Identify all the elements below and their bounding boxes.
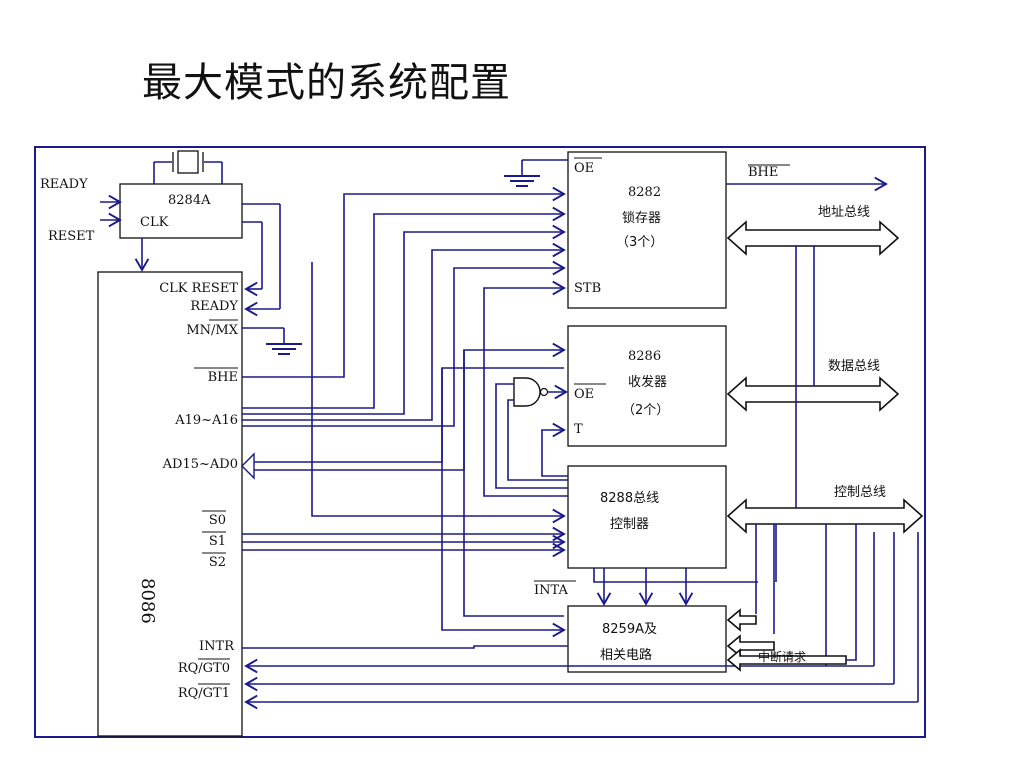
nand-gate-icon — [513, 377, 568, 407]
address-bus-label: 地址总线 — [818, 205, 870, 220]
transceiver-t-label: T — [574, 422, 583, 437]
address-bus: 地址总线 — [726, 205, 900, 256]
bus-taps — [593, 246, 827, 666]
transceiver-name-label: 收发器 — [628, 374, 667, 390]
pin-s1: S1 — [209, 534, 226, 549]
pin-mn-mx: MN/MX — [186, 323, 238, 338]
latch-oe-label: OE — [574, 161, 594, 176]
pin-s2: S2 — [209, 555, 226, 570]
latch-count-label: （3个） — [616, 235, 663, 250]
inta-label: INTA — [534, 583, 568, 598]
pin-intr: INTR — [199, 639, 235, 654]
data-bus-label: 数据总线 — [828, 359, 880, 374]
cpu-signal-wiring — [241, 186, 919, 710]
interrupt-bus-links: 中断请求 — [726, 524, 857, 672]
clock-generator-8284a: 8284A CLK READY RESET — [40, 150, 243, 244]
system-config-diagram: 8284A CLK READY RESET 8086 CLK RESET REA… — [34, 146, 926, 738]
transceiver-count-label: （2个） — [622, 403, 669, 418]
pin-rq-gt1: RQ/GT1 — [178, 686, 230, 701]
interrupt-line1: 8259A及 — [602, 622, 657, 637]
interrupt-line2: 相关电路 — [600, 647, 652, 663]
pin-ad15-ad0: AD15~AD0 — [162, 457, 238, 472]
bhe-output: BHE — [726, 164, 888, 192]
bhe-output-label: BHE — [748, 165, 778, 180]
transceiver-chip-label: 8286 — [628, 349, 661, 364]
clock-wiring — [134, 203, 281, 317]
pin-rq-gt0: RQ/GT0 — [178, 661, 230, 676]
latch-8282: OE 8282 锁存器 （3个） STB — [567, 151, 727, 309]
bus-controller-line1: 8288总线 — [600, 491, 659, 506]
bus-controller-line2: 控制器 — [610, 517, 649, 532]
transceiver-8286: 8286 收发器 （2个） OE T — [567, 325, 727, 447]
pin-a19-a16: A19~A16 — [174, 413, 238, 428]
latch-ground-icon — [504, 159, 568, 187]
pin-clk-reset: CLK RESET — [159, 281, 238, 296]
data-bus: 数据总线 — [726, 359, 900, 412]
ground-icon — [242, 327, 302, 355]
latch-name-label: 锁存器 — [622, 210, 661, 226]
transceiver-oe-label: OE — [574, 387, 594, 402]
clock-ready-input-label: READY — [40, 177, 88, 192]
cpu-name-label: 8086 — [137, 578, 158, 624]
pin-s0: S0 — [209, 513, 226, 528]
interrupt-controller-8259a: 8259A及 相关电路 INTA — [534, 580, 727, 673]
pin-bhe: BHE — [208, 370, 238, 385]
control-bus-label: 控制总线 — [834, 485, 886, 500]
clock-reset-input-label: RESET — [48, 229, 95, 244]
cpu-8086: 8086 CLK RESET READY MN/MX BHE A19~A16 A… — [97, 271, 243, 737]
slide-title: 最大模式的系统配置 — [142, 60, 511, 106]
pin-ready: READY — [190, 299, 238, 314]
clock-clk-label: CLK — [140, 215, 169, 230]
irq-label: 中断请求 — [758, 649, 806, 664]
bus-controller-8288: 8288总线 控制器 — [567, 465, 727, 569]
latch-stb-label: STB — [574, 281, 601, 296]
clock-chip-label: 8284A — [168, 193, 211, 208]
latch-chip-label: 8282 — [628, 185, 661, 200]
crystal-icon — [153, 150, 223, 184]
